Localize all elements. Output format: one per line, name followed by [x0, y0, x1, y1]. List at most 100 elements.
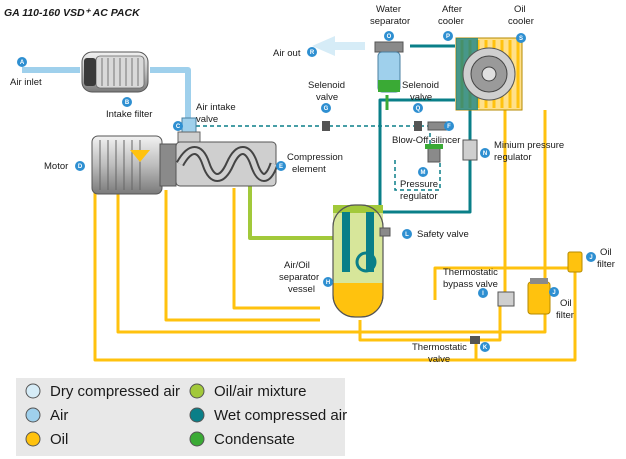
- legend-label-oil-air: Oil/air mixture: [214, 383, 307, 400]
- legend-panel-right: [180, 378, 345, 456]
- label-blowoff-silencer: Blow-Off silincer: [392, 135, 460, 146]
- marker-thermo-bypass: I: [478, 288, 488, 298]
- label-after-cooler-line2: cooler: [438, 16, 464, 27]
- marker-air-intake-valve: C: [173, 121, 183, 131]
- marker-blowoff: F: [444, 121, 454, 131]
- marker-motor: D: [75, 161, 85, 171]
- selenoid-valve-left-body: [322, 121, 330, 131]
- label-min-pressure-line2: regulator: [494, 152, 532, 163]
- label-oil-filter-line1: Oil: [560, 298, 572, 309]
- page-title: GA 110-160 VSD⁺ AC PACK: [4, 7, 141, 19]
- coolers: [455, 37, 523, 111]
- svg-text:F: F: [447, 124, 451, 130]
- motor: [91, 135, 177, 195]
- label-oil-cooler-line2: cooler: [508, 16, 534, 27]
- intake-filter: [81, 51, 149, 93]
- legend-label-dry-air: Dry compressed air: [50, 383, 180, 400]
- label-compression-line1: Compression: [287, 152, 343, 163]
- thermo-bypass-valve-body: [497, 291, 515, 307]
- svg-text:A: A: [20, 60, 25, 66]
- label-compression-line2: element: [292, 164, 326, 175]
- label-water-separator-line1: Water: [376, 4, 401, 15]
- label-thermo-bypass-line1: Thermostatic: [443, 267, 498, 278]
- label-air-intake-valve-line1: Air intake: [196, 102, 236, 113]
- label-air-out: Air out: [273, 48, 301, 59]
- marker-selenoid-right: Q: [413, 103, 423, 113]
- label-pressure-regulator-line2: regulator: [400, 191, 438, 202]
- label-intake-filter: Intake filter: [106, 109, 152, 120]
- oil-pipes: [93, 110, 577, 362]
- label-pressure-regulator-line1: Pressure: [400, 179, 438, 190]
- svg-text:K: K: [483, 345, 488, 351]
- safety-valve-body: [379, 227, 391, 237]
- label-oil-cooler-line1: Oil: [514, 4, 526, 15]
- svg-text:L: L: [405, 232, 409, 238]
- legend-swatch-wet-air: [189, 407, 205, 423]
- svg-text:J: J: [552, 290, 555, 296]
- svg-text:D: D: [78, 164, 83, 170]
- oil-filter-top-body: [567, 251, 583, 273]
- label-separator-vessel-line3: vessel: [288, 284, 315, 295]
- svg-text:C: C: [176, 124, 181, 130]
- wet-air-pipes: [378, 44, 472, 214]
- label-selenoid-right-line1: Selenoid: [402, 80, 439, 91]
- svg-text:R: R: [310, 50, 315, 56]
- separator-vessel: [332, 204, 384, 318]
- legend-label-oil: Oil: [50, 431, 68, 448]
- selenoid-valve-right-body: [414, 121, 422, 131]
- legend-swatch-air: [25, 407, 41, 423]
- label-selenoid-left-line2: valve: [316, 92, 338, 103]
- svg-text:G: G: [324, 106, 329, 112]
- svg-text:S: S: [519, 36, 523, 42]
- marker-compression: E: [276, 161, 286, 171]
- marker-pressure-regulator: M: [418, 167, 428, 177]
- marker-safety-valve: L: [402, 229, 412, 239]
- label-motor: Motor: [44, 161, 68, 172]
- marker-selenoid-left: G: [321, 103, 331, 113]
- marker-air-out: R: [307, 47, 317, 57]
- marker-oil-filter-top: J: [586, 252, 596, 262]
- legend-swatch-oil-air: [189, 383, 205, 399]
- min-pressure-regulator-body: [462, 139, 478, 161]
- pressure-regulator-body: [425, 144, 443, 163]
- label-after-cooler-line1: After: [442, 4, 462, 15]
- legend-swatch-dry-air: [25, 383, 41, 399]
- compression-element: [175, 141, 279, 187]
- marker-min-pressure: N: [480, 148, 490, 158]
- marker-oil-filter: J: [549, 287, 559, 297]
- svg-text:I: I: [482, 291, 484, 297]
- svg-text:J: J: [589, 255, 592, 261]
- legend-label-condensate: Condensate: [214, 431, 295, 448]
- marker-water-separator: O: [384, 31, 394, 41]
- svg-text:E: E: [279, 164, 283, 170]
- marker-separator-vessel: H: [323, 277, 333, 287]
- svg-text:O: O: [387, 34, 392, 40]
- svg-text:H: H: [326, 280, 330, 286]
- svg-text:N: N: [483, 151, 487, 157]
- svg-text:B: B: [125, 100, 130, 106]
- svg-text:P: P: [446, 34, 450, 40]
- label-water-separator-line2: separator: [370, 16, 410, 27]
- label-separator-vessel-line1: Air/Oil: [284, 260, 310, 271]
- label-oil-filter-top-line2: filter: [597, 259, 615, 270]
- thermostatic-valve-body: [470, 336, 480, 344]
- label-selenoid-left-line1: Selenoid: [308, 80, 345, 91]
- oil-filter-body: [527, 278, 551, 315]
- label-thermo-valve-line2: valve: [428, 354, 450, 365]
- legend-swatch-condensate: [189, 431, 205, 447]
- marker-after-cooler: P: [443, 31, 453, 41]
- label-thermo-bypass-line2: bypass valve: [443, 279, 498, 290]
- svg-text:Q: Q: [416, 106, 421, 112]
- label-min-pressure-line1: Minium pressure: [494, 140, 564, 151]
- air-out-arrow: [312, 36, 335, 56]
- label-thermo-valve-line1: Thermostatic: [412, 342, 467, 353]
- label-separator-vessel-line2: separator: [279, 272, 319, 283]
- label-selenoid-right-line2: valve: [410, 92, 432, 103]
- label-air-intake-valve-line2: valve: [196, 114, 218, 125]
- legend-label-air: Air: [50, 407, 68, 424]
- label-air-inlet: Air inlet: [10, 77, 42, 88]
- marker-thermo-valve: K: [480, 342, 490, 352]
- legend-panel-left: [16, 378, 182, 456]
- oil-air-pipes: [248, 180, 347, 240]
